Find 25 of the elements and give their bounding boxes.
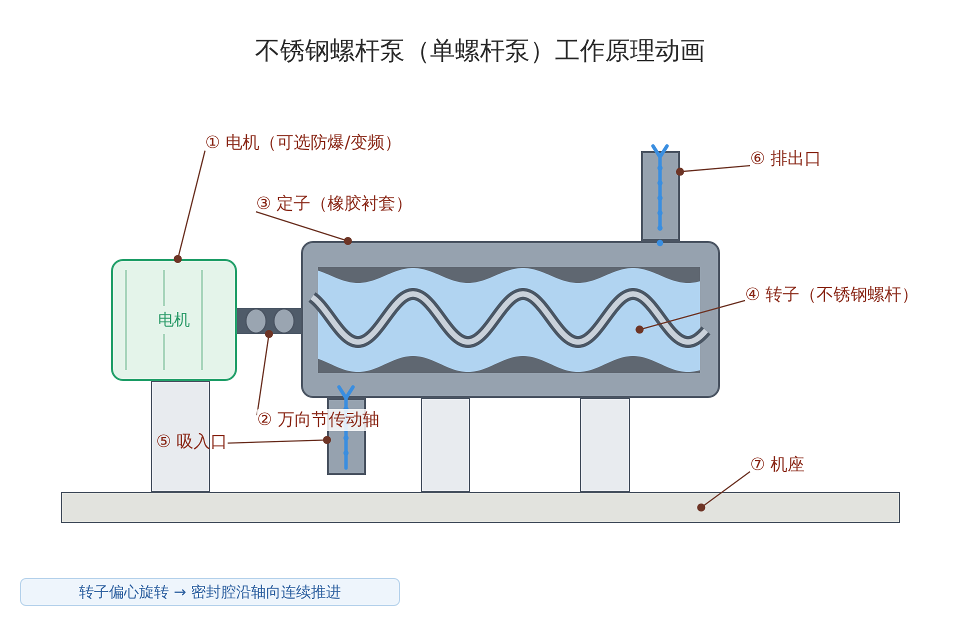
callout-label: ① 电机（可选防爆/变频） — [205, 132, 402, 154]
leader-line — [636, 300, 746, 334]
motor-box — [111, 259, 237, 381]
leader-line — [256, 330, 274, 416]
callout-label: ⑦ 机座 — [750, 454, 805, 476]
leader-line — [228, 436, 332, 444]
leader-line — [174, 150, 206, 264]
support-leg — [580, 398, 630, 492]
leader-line — [256, 211, 352, 246]
support-leg — [421, 398, 470, 492]
summary-banner — [20, 578, 400, 606]
leader-line — [676, 164, 750, 176]
outlet-pipe — [641, 151, 680, 241]
leader-line — [697, 471, 750, 512]
machine-base — [61, 492, 900, 523]
diagram-title: 不锈钢螺杆泵（单螺杆泵）工作原理动画 — [255, 35, 705, 67]
callout-label: ⑥ 排出口 — [750, 148, 822, 170]
support-leg — [151, 381, 210, 492]
drive-shaft — [237, 308, 301, 334]
motor-label: 电机 — [158, 310, 190, 330]
callout-label: ④ 转子（不锈钢螺杆） — [745, 284, 919, 306]
callout-label: ② 万向节传动轴 — [257, 409, 380, 431]
callout-label: ③ 定子（橡胶衬套） — [256, 193, 413, 215]
summary-text: 转子偏心旋转 → 密封腔沿轴向连续推进 — [78, 582, 342, 602]
pump-stator — [301, 241, 720, 398]
